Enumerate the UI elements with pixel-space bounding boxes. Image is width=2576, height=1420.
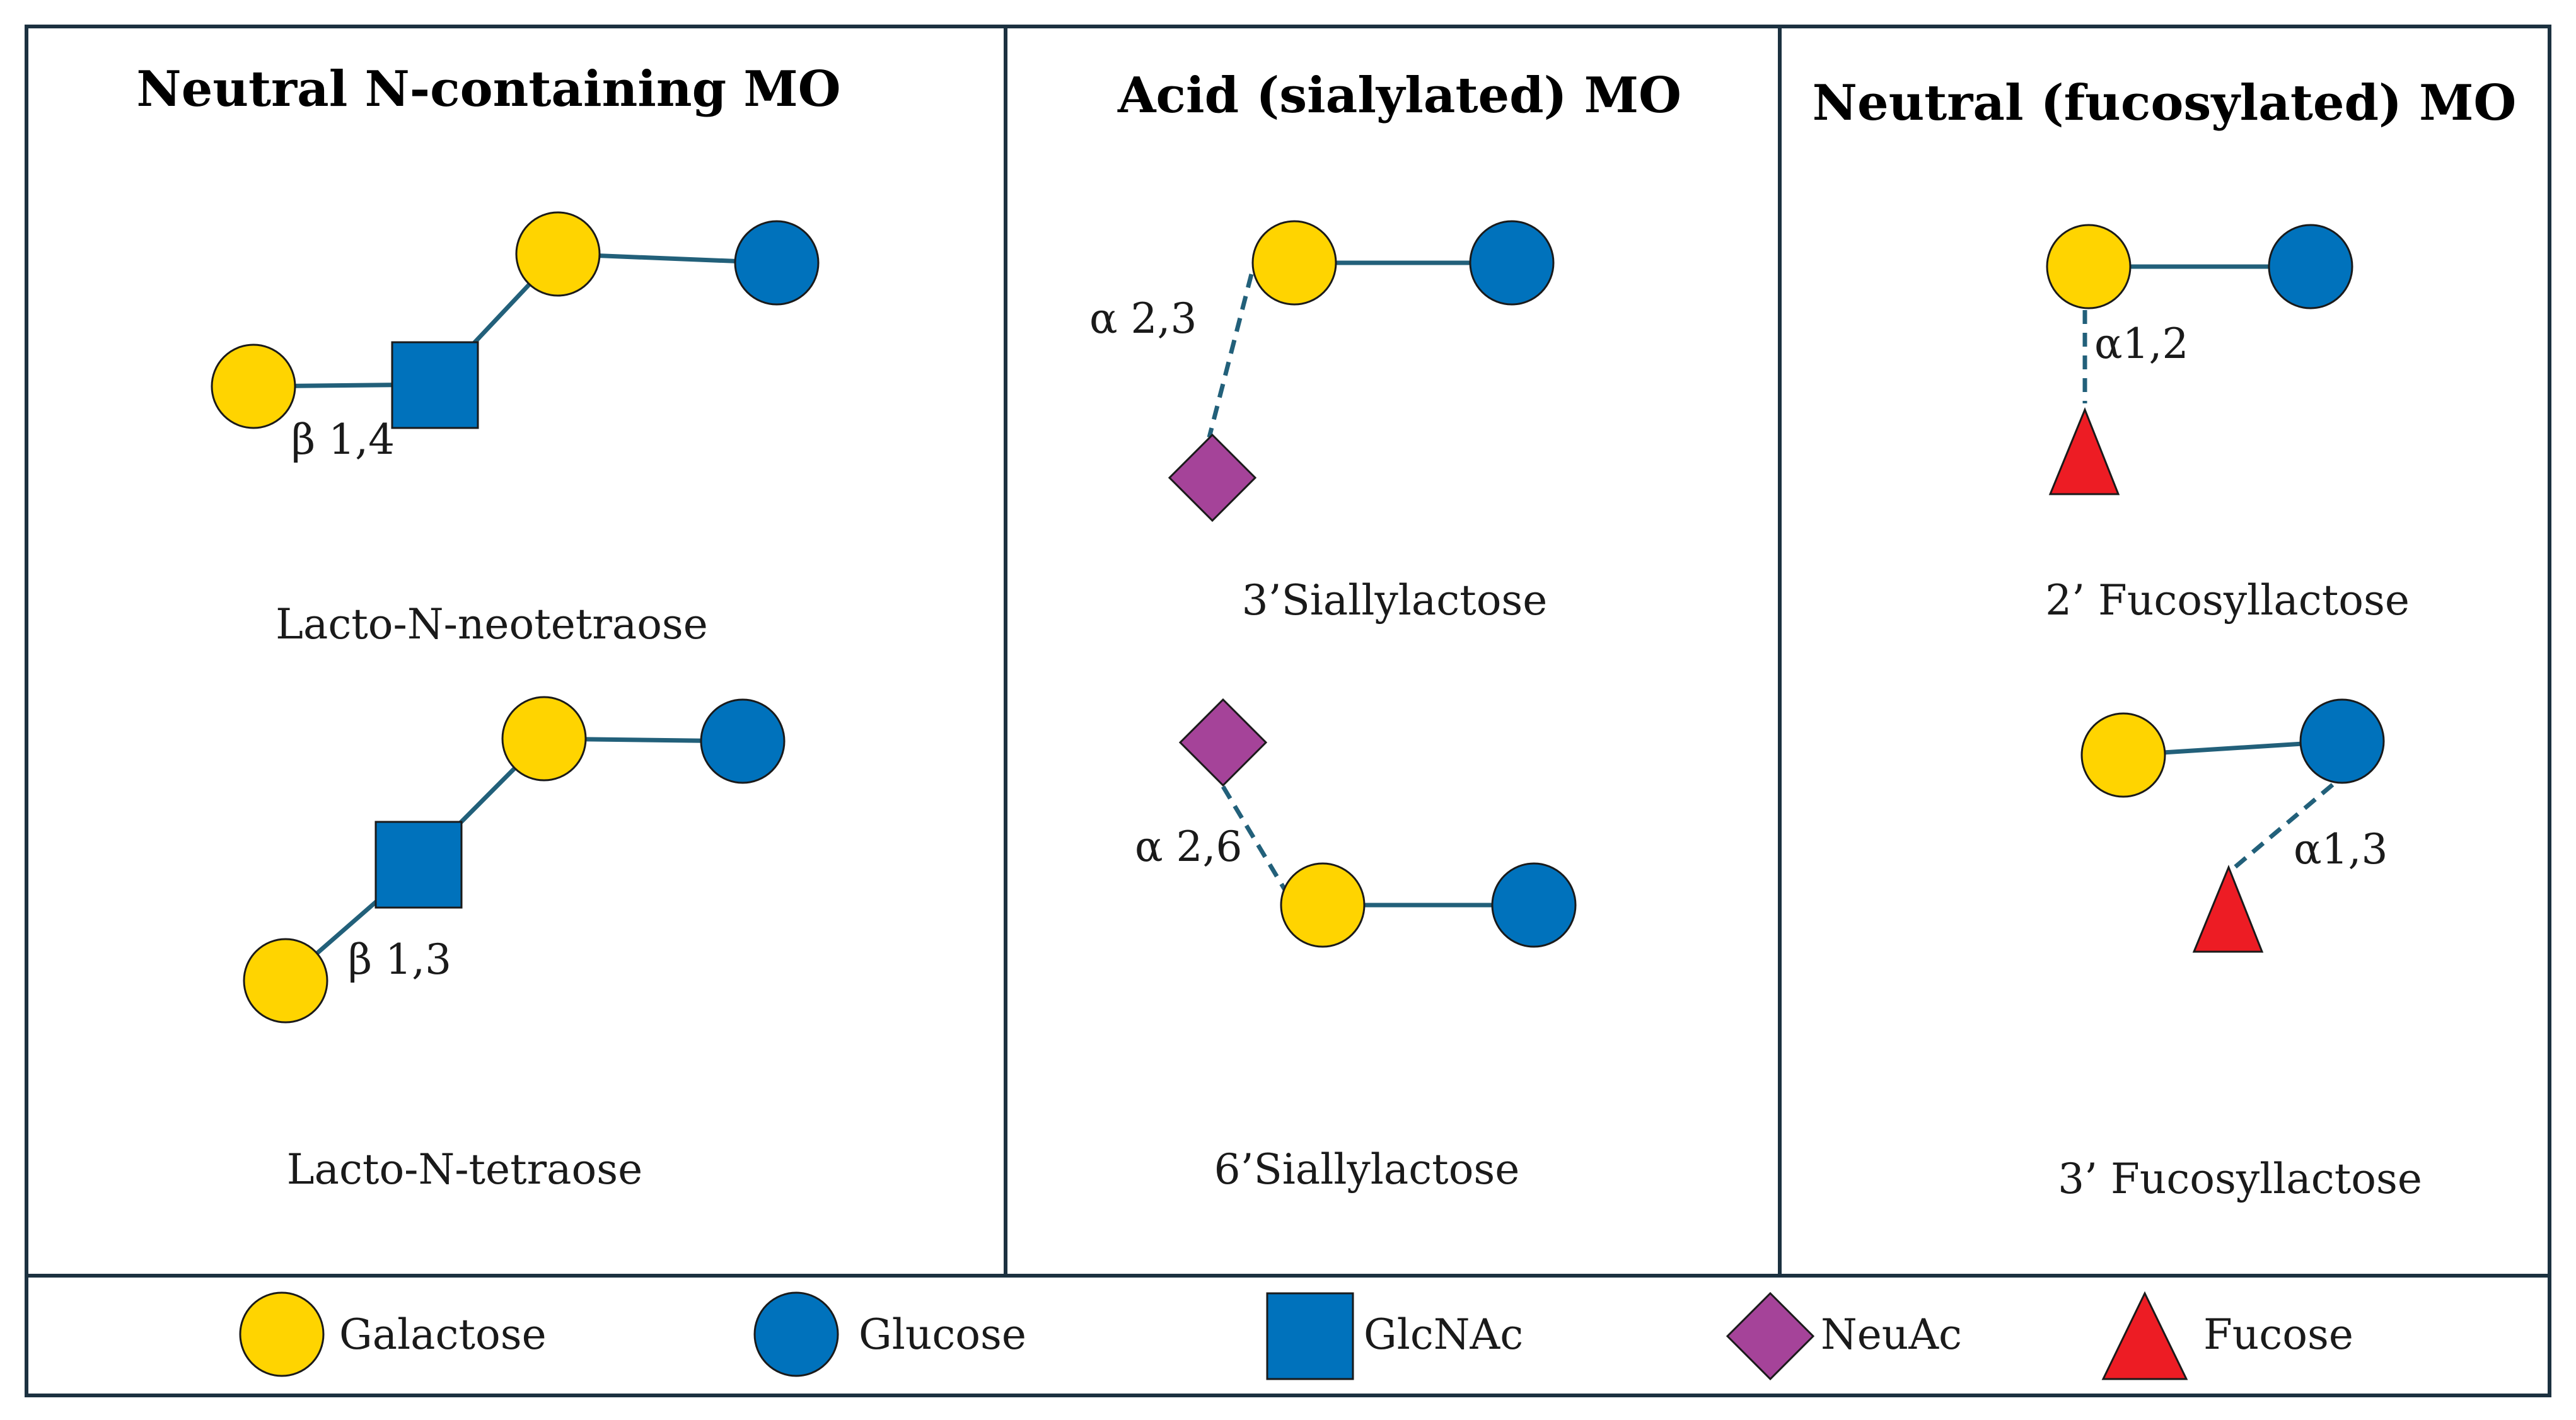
alpha-1-2-link-label: α1,2	[2094, 320, 2189, 368]
legend-fucose-label: Fucose	[2203, 1310, 2353, 1359]
glucose-node	[2268, 224, 2353, 309]
fucose-node	[2048, 407, 2120, 495]
lacto-n-neotetraose-structure: β 1,4	[211, 211, 820, 464]
legend-fucose-symbol	[2101, 1291, 2188, 1380]
galactose-node	[515, 211, 601, 297]
glucose-node	[700, 698, 786, 784]
lacto-n-tetraose-structure: β 1,3	[243, 696, 786, 1024]
dashed-bond	[1221, 785, 1289, 893]
alpha-1-3-link-label: α1,3	[2294, 825, 2388, 874]
neutral-n-panel-frame	[25, 25, 1007, 1278]
legend-neuac-symbol	[1726, 1291, 1815, 1381]
galactose-node	[1251, 220, 1337, 306]
galactose-node	[501, 696, 587, 782]
glucose-node	[1491, 862, 1577, 948]
glucose-node	[734, 220, 820, 306]
panel-frames	[25, 25, 2551, 1397]
legend-glucose-label: Glucose	[859, 1310, 1026, 1359]
acid-panel-title: Acid (sialylated) MO	[1117, 67, 1681, 124]
2-fucosyllactose-structure: α1,2	[2046, 224, 2353, 495]
beta-1-4-link-label: β 1,4	[291, 415, 395, 464]
lacto-n-tetraose-label: Lacto-N-tetraose	[287, 1145, 642, 1194]
neutral-n-panel-title: Neutral N-containing MO	[136, 61, 840, 118]
lacto-n-neotetraose-label: Lacto-N-neotetraose	[276, 600, 708, 649]
2-fucosyllactose-label: 2’ Fucosyllactose	[2045, 576, 2410, 625]
legend-glucose-symbol	[753, 1291, 839, 1377]
glcnac-node	[374, 821, 463, 909]
legend-galactose-label: Galactose	[339, 1310, 547, 1359]
neuac-node	[1178, 698, 1268, 787]
legend-glcnac-label: GlcNAc	[1364, 1310, 1523, 1359]
glucose-node	[2299, 698, 2385, 784]
legend-galactose-symbol	[239, 1291, 325, 1377]
3-sialyllactose-structure: α 2,3	[1089, 220, 1555, 522]
legend: Galactose Glucose GlcNAc NeuAc Fucose	[239, 1291, 2353, 1381]
3-fucosyllactose-structure: α1,3	[2080, 698, 2388, 953]
galactose-node	[211, 343, 296, 429]
alpha-2-6-link-label: α 2,6	[1135, 823, 1243, 871]
galactose-node	[243, 938, 328, 1024]
fucosylated-panel-frame	[1778, 25, 2551, 1278]
galactose-node	[2080, 712, 2166, 798]
glucose-node	[1469, 220, 1555, 306]
alpha-2-3-link-label: α 2,3	[1089, 294, 1197, 343]
dashed-bond	[1207, 274, 1254, 438]
3-fucosyllactose-label: 3’ Fucosyllactose	[2058, 1155, 2422, 1203]
galactose-node	[2046, 224, 2132, 309]
neuac-node	[1168, 433, 1257, 522]
6-sialyllactose-label: 6’Siallylactose	[1214, 1145, 1520, 1194]
galactose-node	[1280, 862, 1366, 948]
fucosylated-panel-title: Neutral (fucosylated) MO	[1813, 74, 2517, 132]
legend-neuac-label: NeuAc	[1821, 1310, 1962, 1359]
legend-glcnac-symbol	[1266, 1292, 1354, 1380]
beta-1-3-link-label: β 1,3	[348, 935, 451, 984]
legend-frame	[25, 1274, 2551, 1397]
acid-panel-frame	[1004, 25, 1782, 1278]
6-sialyllactose-structure: α 2,6	[1135, 698, 1577, 948]
glcnac-node	[391, 341, 479, 429]
3-sialyllactose-label: 3’Siallylactose	[1242, 576, 1548, 625]
fucose-node	[2192, 864, 2264, 953]
